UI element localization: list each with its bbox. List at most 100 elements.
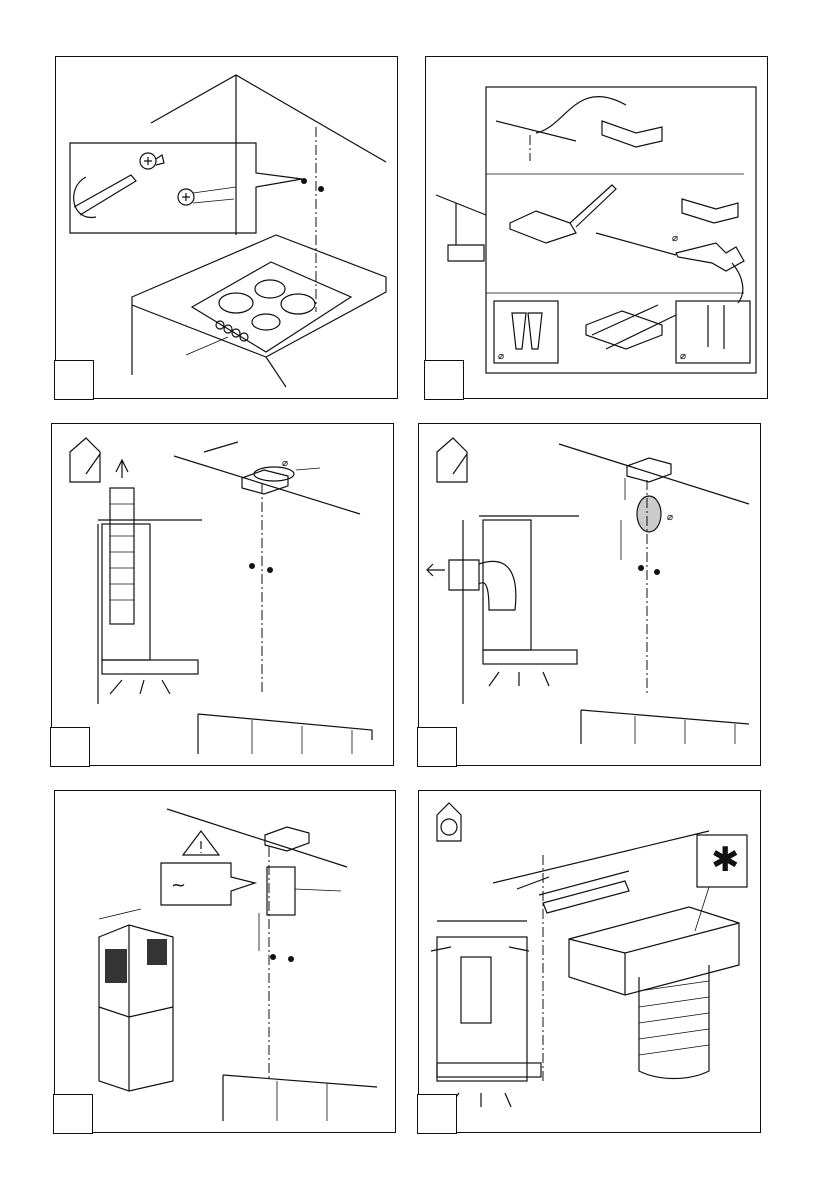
flex-duct — [110, 488, 134, 624]
panel-1-drawing — [56, 57, 399, 400]
screwdriver-icon — [74, 175, 136, 215]
wall-screw-icon — [267, 567, 273, 573]
panel-2-drawing: ⌀ ⌀ ⌀ — [426, 57, 769, 400]
diameter-symbol: ⌀ — [282, 458, 288, 469]
pointer-line — [186, 337, 228, 355]
air-flow-arrow-icon — [110, 680, 170, 694]
pointer-line — [296, 468, 320, 470]
screw-line — [592, 305, 676, 349]
side-arrow-icon — [431, 947, 529, 951]
duct-elbow — [479, 561, 516, 610]
pointer-line — [295, 889, 341, 891]
duct-ribs — [639, 981, 709, 1055]
wall-screw-icon — [249, 563, 255, 569]
callout-symbol: ✱ — [711, 843, 740, 877]
step-number-box — [50, 727, 90, 767]
panel-2: ⌀ ⌀ ⌀ — [425, 56, 768, 399]
ceiling-line — [496, 121, 576, 141]
hood-canopy — [102, 660, 198, 674]
ceiling-line — [559, 444, 749, 504]
step-number-box — [417, 727, 457, 767]
hood-canopy — [437, 1063, 541, 1077]
flex-duct-horizontal — [449, 560, 479, 590]
warning-text: ~ — [171, 875, 186, 896]
recirculation-arrow-icon — [441, 819, 457, 835]
panel-5-drawing — [55, 791, 397, 1134]
cabinet-doors — [635, 716, 735, 744]
chimney-vent-grille — [105, 949, 127, 983]
ceiling-edge — [151, 75, 386, 162]
inner-duct — [461, 957, 491, 1023]
bracket-icon — [682, 199, 738, 223]
detail-frame — [486, 87, 756, 373]
cabinet-doors — [277, 1081, 327, 1121]
chimney-vent-grille — [147, 939, 167, 965]
bracket-icon — [510, 211, 576, 243]
panel-3: ⌀ — [51, 423, 394, 766]
diameter-symbol: ⌀ — [498, 351, 504, 362]
hob — [192, 262, 351, 352]
drill-cable — [732, 263, 743, 303]
duct-hole — [254, 467, 294, 481]
panel-5: ~ — [54, 790, 396, 1133]
bracket-icon — [627, 458, 671, 482]
panel-4: ⌀ — [418, 423, 761, 766]
air-flow-arrow-icon — [449, 1093, 511, 1107]
left-arrow-icon — [427, 564, 445, 576]
chimney — [102, 524, 150, 660]
duct-ribs — [110, 504, 134, 600]
step-number-box — [53, 1094, 93, 1134]
air-flow-arrow-icon — [489, 672, 549, 686]
bracket-icon — [242, 470, 288, 494]
bracket-icon — [586, 311, 662, 349]
hob-burner-icon — [219, 280, 315, 330]
screw-detail — [676, 301, 750, 363]
wall-screw-icon — [288, 956, 294, 962]
wall-screw-icon — [270, 954, 276, 960]
duct-hole — [637, 496, 661, 532]
template-sheet — [267, 867, 295, 915]
dimension-line — [99, 909, 141, 919]
screw-callout — [70, 143, 302, 233]
screw-icon — [178, 187, 236, 205]
chimney — [437, 937, 527, 1081]
screw-line — [517, 871, 629, 895]
ceiling-line — [174, 456, 360, 514]
wall-screw-icon — [318, 186, 324, 192]
panel-1 — [55, 56, 398, 399]
ceiling-line — [493, 831, 709, 883]
step-number-box — [54, 360, 94, 400]
house-exhaust-icon — [437, 438, 467, 482]
wall-screw-icon — [654, 569, 660, 575]
dimension-line — [204, 442, 238, 452]
ceiling-line — [167, 809, 347, 867]
house-exhaust-icon — [70, 438, 100, 482]
cabinet-top — [223, 1075, 377, 1121]
panel-6: ✱ — [418, 790, 761, 1133]
long-screw-icon — [708, 305, 724, 349]
chimney — [483, 520, 531, 650]
mini-hood — [436, 195, 486, 261]
dimension-line — [621, 478, 625, 560]
cabinet-top — [581, 710, 749, 744]
pencil-icon — [570, 185, 616, 227]
step-number-box — [424, 360, 464, 400]
ceiling-line — [596, 233, 676, 255]
wall-screw-icon — [301, 178, 307, 184]
step-number-box — [417, 1094, 457, 1134]
up-arrow-icon — [116, 460, 128, 478]
box-edges — [569, 923, 739, 995]
bracket-icon — [602, 121, 662, 147]
diameter-symbol: ⌀ — [672, 233, 678, 244]
detail-divider — [486, 174, 744, 293]
bracket-icon — [543, 881, 629, 913]
diameter-symbol: ⌀ — [680, 351, 686, 362]
curve-pointer — [536, 97, 626, 133]
cabinet-top — [198, 714, 372, 754]
panel-4-drawing: ⌀ — [419, 424, 762, 767]
recirculation-box — [569, 907, 739, 995]
drill-icon — [676, 243, 744, 271]
hood-canopy — [483, 650, 577, 664]
wall-plug-icon — [512, 313, 542, 349]
wall-screw-icon — [638, 565, 644, 571]
